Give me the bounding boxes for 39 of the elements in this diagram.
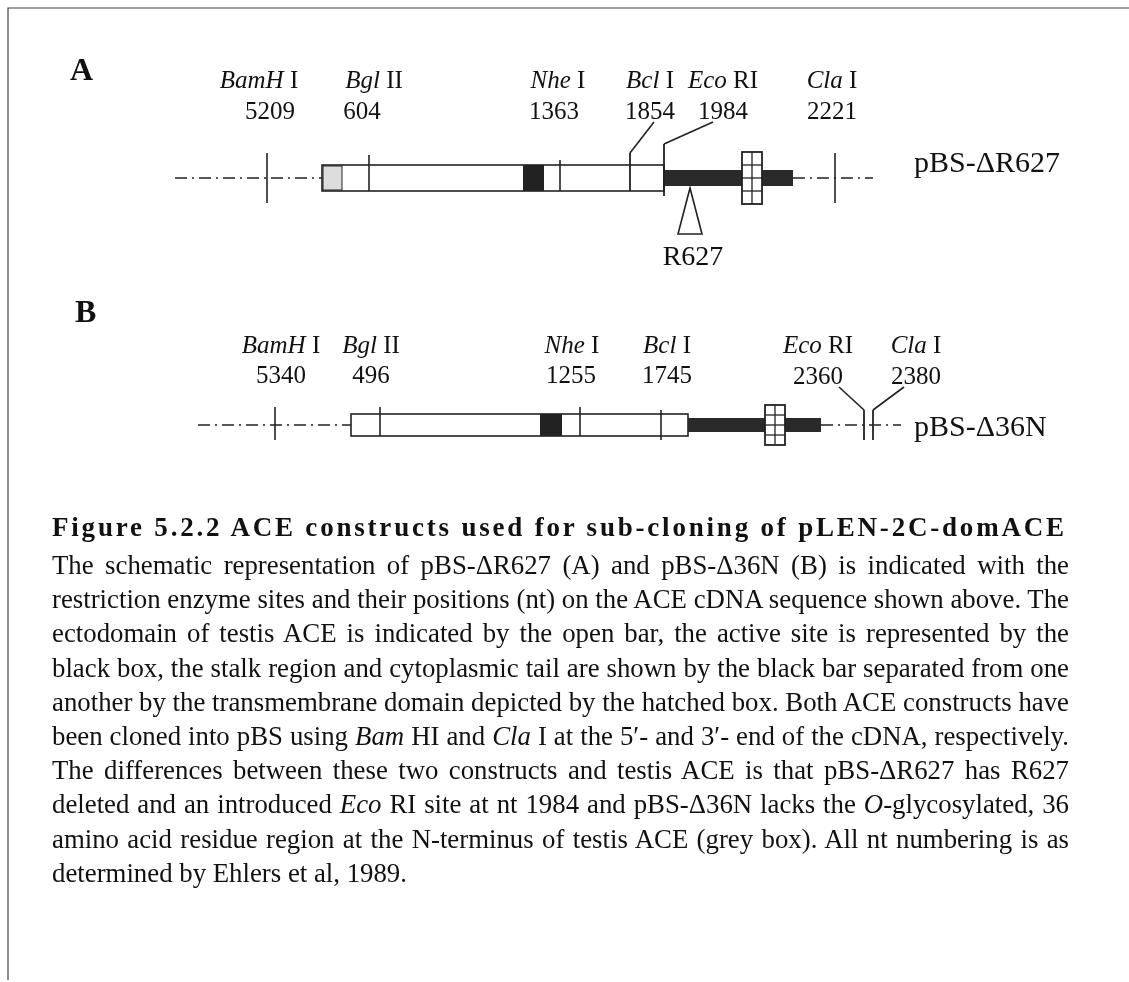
leader-line (663, 121, 714, 145)
enzyme-name: Nhe I (544, 330, 600, 360)
site-position: 1363 (529, 96, 579, 126)
site-position: 1255 (546, 360, 596, 390)
site-position: 496 (352, 360, 390, 390)
tick-mark (629, 153, 631, 191)
panel-letter: B (75, 292, 97, 330)
leader-line (838, 386, 865, 411)
deletion-label: R627 (662, 239, 724, 273)
site-position: 2380 (890, 361, 942, 391)
site-position: 5340 (256, 360, 306, 390)
enzyme-name: Bgl II (342, 330, 400, 360)
enzyme-name: Eco RI (687, 65, 759, 95)
enzyme-name: Bcl I (643, 330, 691, 360)
site-position: 5209 (245, 96, 295, 126)
enzyme-name: Bcl I (625, 65, 675, 95)
enzyme-name: Eco RI (782, 330, 854, 360)
leader-line (629, 121, 655, 154)
figure-title: Figure 5.2.2 ACE constructs used for sub-cloning of pLEN-2C-domACE (52, 511, 1067, 544)
leader-line (872, 386, 905, 411)
construct-name: pBS-ΔR627 (914, 144, 1060, 180)
enzyme-name: Cla I (890, 330, 942, 360)
construct-name: pBS-Δ36N (914, 408, 1047, 444)
panel-letter: A (70, 50, 94, 88)
enzyme-name: Nhe I (530, 65, 586, 95)
enzyme-name: Cla I (806, 65, 858, 95)
site-position: 1984 (697, 96, 749, 126)
site-position: 2221 (807, 96, 857, 126)
enzyme-name: BamH I (241, 330, 321, 360)
figure-caption: The schematic representation of pBS-ΔR627 (A) and pBS-Δ36N (B) is indicated with the restriction enzyme sites and their positions (nt) on the ACE cDNA sequence shown above. The ectodomain of testis ACE is indicated by the open bar, the active site is represented by the black box, the stalk region and cytoplasmic tail are shown by the black bar separated from one another by the transmembrane domain depicted by the hatched box. Both ACE constructs have been cloned into pBS using Bam HI and Cla I at the 5′- and 3′- end of the cDNA, respectively. The differences between these two constructs and testis ACE is that pBS-ΔR627 has R627 deleted and an introduced Eco RI site at nt 1984 and pBS-Δ36N lacks the O-glycosylated, 36 amino acid residue region at the N-terminus of testis ACE (grey box). All nt numbering is as determined by Ehlers et al, 1989. (52, 549, 1069, 890)
enzyme-name: BamH I (219, 65, 299, 95)
tick-mark (872, 410, 874, 440)
site-position: 2360 (792, 361, 844, 391)
enzyme-name: Bgl II (345, 65, 403, 95)
site-position: 1745 (642, 360, 692, 390)
tick-mark (863, 410, 865, 440)
tick-mark (663, 144, 665, 196)
site-position: 1854 (625, 96, 675, 126)
site-position: 604 (343, 96, 381, 126)
